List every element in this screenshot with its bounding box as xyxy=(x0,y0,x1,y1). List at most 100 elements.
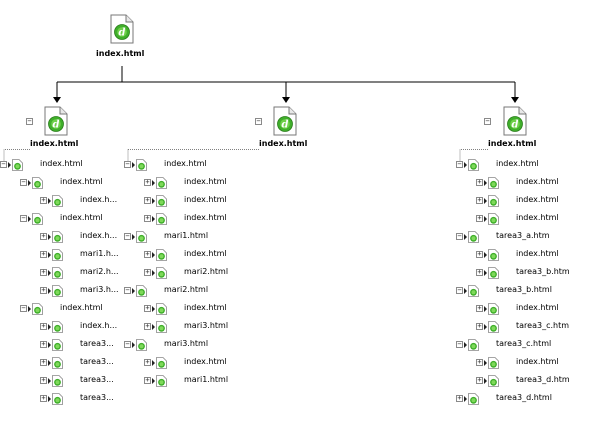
tree-item-label[interactable]: index.html xyxy=(184,357,227,366)
tree-item-label[interactable]: mari1.html xyxy=(164,231,209,240)
page-node-icon[interactable]: d xyxy=(44,106,68,136)
tree-item-label[interactable]: index.html xyxy=(184,249,227,258)
tree-item-label[interactable]: mari3.html xyxy=(164,339,209,348)
tree-item-label[interactable]: index.html xyxy=(60,213,103,222)
expand-toggle[interactable]: + xyxy=(476,214,483,222)
tree-item-label[interactable]: index.html xyxy=(40,159,83,168)
page-file-icon[interactable] xyxy=(156,213,167,225)
expand-toggle[interactable]: + xyxy=(476,250,483,258)
page-file-icon[interactable] xyxy=(488,195,499,207)
expand-toggle[interactable]: + xyxy=(40,376,47,384)
page-file-icon[interactable] xyxy=(52,339,63,351)
expand-toggle[interactable]: + xyxy=(144,376,151,384)
tree-item-label[interactable]: index.html xyxy=(184,303,227,312)
expand-toggle[interactable]: + xyxy=(144,250,151,258)
tree-item-label[interactable]: index.html xyxy=(60,177,103,186)
page-file-icon[interactable] xyxy=(468,285,479,297)
root-file-icon[interactable]: d xyxy=(110,14,134,44)
page-file-icon[interactable] xyxy=(468,159,479,171)
page-file-icon[interactable] xyxy=(156,249,167,261)
page-file-icon[interactable] xyxy=(136,285,147,297)
tree-item-label[interactable]: tarea3_d.html xyxy=(496,393,552,402)
page-file-icon[interactable] xyxy=(468,339,479,351)
tree-item-label[interactable]: tarea3... xyxy=(80,375,114,384)
expand-toggle[interactable]: + xyxy=(144,178,151,186)
page-file-icon[interactable] xyxy=(488,303,499,315)
page-file-icon[interactable] xyxy=(12,159,23,171)
page-file-icon[interactable] xyxy=(32,303,43,315)
tree-item-label[interactable]: tarea3_c.html xyxy=(496,339,552,348)
page-file-icon[interactable] xyxy=(488,357,499,369)
tree-item-label[interactable]: tarea3_d.htm xyxy=(516,375,570,384)
page-file-icon[interactable] xyxy=(156,321,167,333)
page-file-icon[interactable] xyxy=(32,177,43,189)
page-node-label[interactable]: index.html xyxy=(30,139,79,148)
page-file-icon[interactable] xyxy=(52,231,63,243)
collapse-toggle[interactable]: − xyxy=(456,160,463,168)
page-file-icon[interactable] xyxy=(52,357,63,369)
page-file-icon[interactable] xyxy=(52,195,63,207)
page-file-icon[interactable] xyxy=(156,357,167,369)
page-file-icon[interactable] xyxy=(488,213,499,225)
collapse-toggle[interactable]: − xyxy=(20,178,27,186)
page-file-icon[interactable] xyxy=(52,321,63,333)
tree-item-label[interactable]: index.h... xyxy=(80,321,118,330)
tree-item-label[interactable]: tarea3... xyxy=(80,393,114,402)
tree-item-label[interactable]: index.html xyxy=(516,213,559,222)
page-file-icon[interactable] xyxy=(488,321,499,333)
collapse-toggle[interactable]: − xyxy=(124,286,131,294)
collapse-toggle[interactable]: − xyxy=(456,286,463,294)
tree-item-label[interactable]: index.h... xyxy=(80,231,118,240)
page-node-label[interactable]: index.html xyxy=(259,139,308,148)
collapse-toggle[interactable]: − xyxy=(26,117,33,125)
page-file-icon[interactable] xyxy=(156,195,167,207)
collapse-toggle[interactable]: − xyxy=(20,214,27,222)
page-file-icon[interactable] xyxy=(136,159,147,171)
tree-item-label[interactable]: index.html xyxy=(184,195,227,204)
collapse-toggle[interactable]: − xyxy=(456,340,463,348)
expand-toggle[interactable]: + xyxy=(476,268,483,276)
tree-item-label[interactable]: mari3.h... xyxy=(80,285,119,294)
page-file-icon[interactable] xyxy=(488,375,499,387)
expand-toggle[interactable]: + xyxy=(40,394,47,402)
expand-toggle[interactable]: + xyxy=(40,358,47,366)
tree-item-label[interactable]: mari1.html xyxy=(184,375,229,384)
tree-item-label[interactable]: index.html xyxy=(184,213,227,222)
tree-item-label[interactable]: tarea3_b.html xyxy=(496,285,552,294)
expand-toggle[interactable]: + xyxy=(476,304,483,312)
page-file-icon[interactable] xyxy=(156,177,167,189)
expand-toggle[interactable]: + xyxy=(456,394,463,402)
tree-item-label[interactable]: mari2.h... xyxy=(80,267,119,276)
tree-item-label[interactable]: index.html xyxy=(516,177,559,186)
page-file-icon[interactable] xyxy=(52,249,63,261)
tree-item-label[interactable]: tarea3... xyxy=(80,357,114,366)
page-file-icon[interactable] xyxy=(52,267,63,279)
page-file-icon[interactable] xyxy=(468,231,479,243)
expand-toggle[interactable]: + xyxy=(144,268,151,276)
expand-toggle[interactable]: + xyxy=(476,376,483,384)
expand-toggle[interactable]: + xyxy=(40,232,47,240)
page-file-icon[interactable] xyxy=(488,177,499,189)
tree-item-label[interactable]: index.html xyxy=(516,249,559,258)
collapse-toggle[interactable]: − xyxy=(0,160,7,168)
page-file-icon[interactable] xyxy=(488,249,499,261)
tree-item-label[interactable]: tarea3_b.htm xyxy=(516,267,570,276)
tree-item-label[interactable]: mari1.h... xyxy=(80,249,119,258)
collapse-toggle[interactable]: − xyxy=(255,117,262,125)
page-file-icon[interactable] xyxy=(52,375,63,387)
collapse-toggle[interactable]: − xyxy=(484,117,491,125)
page-file-icon[interactable] xyxy=(32,213,43,225)
page-file-icon[interactable] xyxy=(136,339,147,351)
tree-item-label[interactable]: mari3.html xyxy=(184,321,229,330)
expand-toggle[interactable]: + xyxy=(144,196,151,204)
page-file-icon[interactable] xyxy=(156,375,167,387)
expand-toggle[interactable]: + xyxy=(40,196,47,204)
collapse-toggle[interactable]: − xyxy=(20,304,27,312)
expand-toggle[interactable]: + xyxy=(144,322,151,330)
page-node-icon[interactable]: d xyxy=(503,106,527,136)
tree-item-label[interactable]: index.h... xyxy=(80,195,118,204)
page-file-icon[interactable] xyxy=(156,267,167,279)
collapse-toggle[interactable]: − xyxy=(124,232,131,240)
tree-item-label[interactable]: mari2.html xyxy=(164,285,209,294)
expand-toggle[interactable]: + xyxy=(476,178,483,186)
